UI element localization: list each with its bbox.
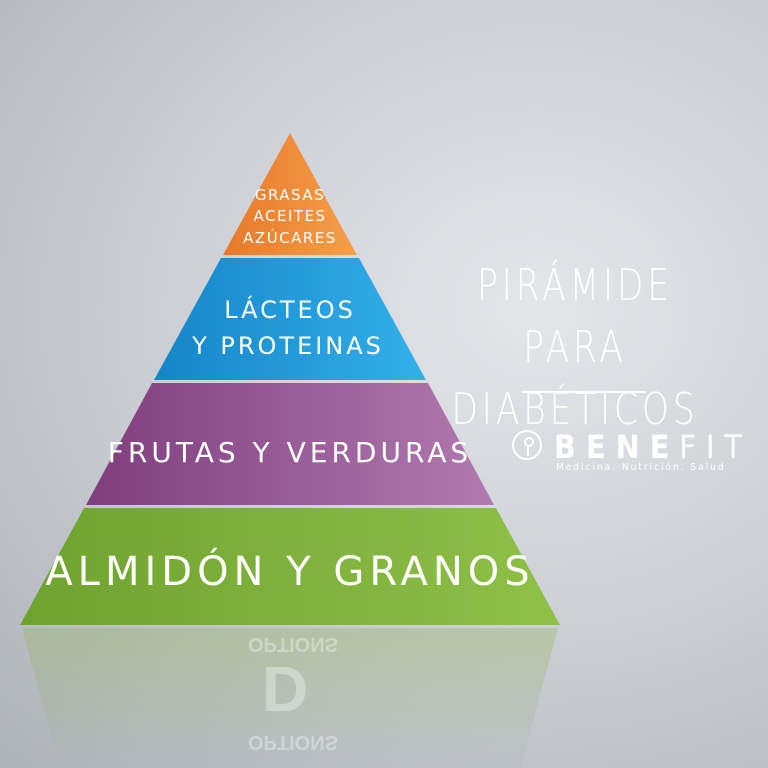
tier-grains-label: ALMIDÓN Y GRANOS	[45, 547, 534, 595]
person-circle-icon	[512, 430, 542, 460]
tier-fats-label-1: GRASAS	[255, 186, 325, 204]
tier-fats-label-3: AZÚCARES	[243, 228, 337, 247]
tier-dairy-protein	[154, 258, 426, 380]
title-divider	[522, 391, 646, 393]
tier-fats-label-2: ACEITES	[253, 207, 326, 225]
logo-tagline: Medicina. Nutrición. Salud	[556, 462, 726, 473]
tier-fats	[223, 133, 357, 255]
title-line-1: PIRÁMIDE PARA	[477, 260, 673, 373]
logo-name: BENEFIT	[554, 428, 752, 466]
page-title: PIRÁMIDE PARA DIABÉTICOS	[439, 255, 712, 441]
pyramid-reflection	[22, 628, 558, 768]
tier-starches-grains	[20, 508, 560, 625]
logo-name-light: FIT	[679, 428, 752, 466]
tier-dairy-label-1: LÁCTEOS	[224, 295, 356, 324]
tier-fruits-vegetables	[86, 383, 494, 505]
logo-name-bold: BENE	[554, 428, 680, 466]
tier-dairy-label-2: Y PROTEINAS	[191, 332, 384, 360]
tier-fruits-label: FRUTAS Y VERDURAS	[108, 436, 472, 469]
